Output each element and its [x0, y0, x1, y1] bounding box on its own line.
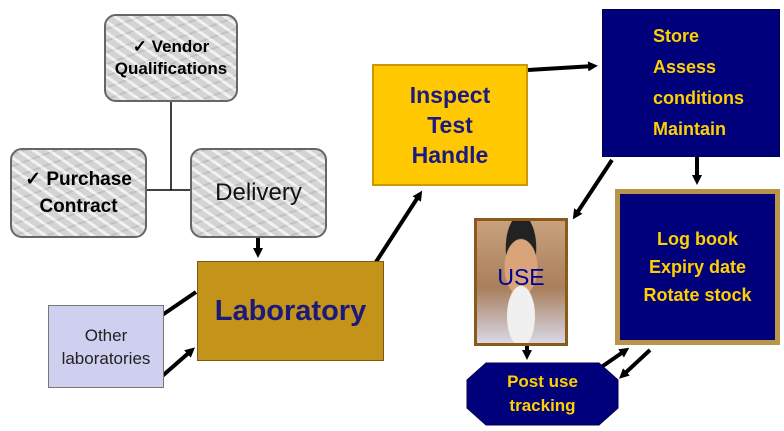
store-box: Store Assess conditions Maintain	[602, 9, 780, 157]
delivery-box: Delivery	[190, 148, 327, 238]
inspect-line3: Handle	[411, 142, 489, 168]
arrow-postuse-to-logbook	[598, 347, 630, 370]
use-photo: USE	[474, 218, 568, 346]
store-line2: Assess	[653, 57, 717, 77]
logbook-line1: Log book	[657, 229, 738, 249]
octagon-shape	[466, 362, 619, 426]
arrow-lab-to-inspect	[372, 190, 423, 267]
vendor-line1: Vendor	[151, 37, 210, 56]
store-line3: conditions	[653, 88, 744, 108]
inspect-line2: Test	[427, 112, 473, 138]
use-label: USE	[497, 263, 545, 290]
arrow-inspect-to-store	[527, 61, 598, 72]
other-line1: Other	[84, 325, 128, 345]
purchase-contract-box: ✓ Purchase Contract	[10, 148, 147, 238]
store-line4: Maintain	[653, 119, 727, 139]
vendor-line2: Qualifications	[114, 59, 228, 78]
vendor-qualifications-box: ✓ Vendor Qualifications	[104, 14, 238, 102]
checkmark-icon: ✓	[25, 169, 42, 190]
inspect-test-handle-box: Inspect Test Handle	[372, 64, 528, 186]
arrow-other-to-lab	[158, 347, 196, 380]
arrow-logbook-to-postuse	[619, 348, 652, 379]
laboratory-label: Laboratory	[214, 294, 367, 327]
inspect-line1: Inspect	[409, 82, 491, 108]
store-line1: Store	[653, 26, 700, 46]
logbook-box: Log book Expiry date Rotate stock	[615, 189, 780, 345]
logbook-line2: Expiry date	[648, 257, 747, 277]
checkmark-icon: ✓	[132, 37, 147, 56]
post-use-tracking-octagon: Post use tracking	[466, 362, 619, 426]
other-line2: laboratories	[61, 348, 151, 368]
postuse-line1: Post use	[507, 372, 578, 391]
delivery-label: Delivery	[215, 179, 302, 206]
other-laboratories-box: Other laboratories	[48, 305, 164, 388]
purchase-line2: Contract	[39, 196, 118, 217]
laboratory-box: Laboratory	[197, 261, 384, 361]
postuse-line2: tracking	[509, 396, 576, 415]
logbook-line3: Rotate stock	[643, 285, 752, 305]
arrow-store-to-use	[572, 158, 614, 220]
purchase-line1: Purchase	[46, 169, 132, 190]
